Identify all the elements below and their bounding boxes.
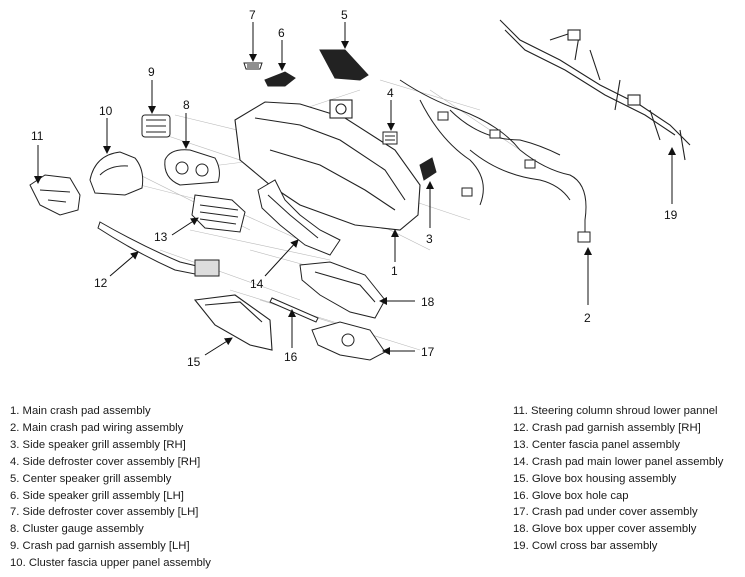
- part-19-cowl-cross-bar: [499, 19, 691, 161]
- legend-item-8: 8. Cluster gauge assembly: [10, 523, 144, 536]
- part-12-garnish-strip: [97, 221, 220, 277]
- part-17-under-cover: [311, 321, 386, 361]
- callout-14: 14: [250, 277, 264, 291]
- part-11-shroud-lower: [29, 174, 81, 216]
- legend-item-4: 4. Side defroster cover assembly [RH]: [10, 455, 201, 468]
- callout-7: 7: [249, 8, 256, 22]
- callout-13: 13: [154, 230, 168, 244]
- legend-item-9: 9. Crash pad garnish assembly [LH]: [10, 540, 190, 553]
- callout-8: 8: [183, 98, 190, 112]
- part-6-speaker-grill-lh: [264, 71, 296, 87]
- callout-17: 17: [421, 345, 435, 359]
- part-10-cluster-fascia: [89, 151, 144, 196]
- callout-12: 12: [94, 276, 108, 290]
- part-1-main-crash-pad: [234, 99, 421, 231]
- legend-item-18: 18. Glove box upper cover assembly: [513, 523, 697, 536]
- part-7-defroster-lh: [243, 62, 263, 70]
- legend-item-14: 14. Crash pad main lower panel assembly: [513, 455, 724, 468]
- part-16-glove-hole-cap: [269, 297, 319, 323]
- part-8-cluster-gauge: [164, 149, 220, 186]
- callout-labels: 1 2 3 4 5 6 7 8 9 10 11 12 13 14 15 16 1…: [31, 8, 678, 369]
- callout-9: 9: [148, 65, 155, 79]
- callout-15: 15: [187, 355, 201, 369]
- legend-item-7: 7. Side defroster cover assembly [LH]: [10, 506, 199, 519]
- legend-item-10: 10. Cluster fascia upper panel assembly: [10, 557, 211, 570]
- part-14-main-lower-panel: [257, 179, 341, 256]
- legend-item-2: 2. Main crash pad wiring assembly: [10, 421, 184, 434]
- part-9-garnish-lh: [141, 114, 171, 138]
- callout-16: 16: [284, 350, 298, 364]
- part-18-glove-upper-cover: [299, 261, 386, 319]
- legend-item-16: 16. Glove box hole cap: [513, 489, 629, 502]
- callout-2: 2: [584, 311, 591, 325]
- legend-item-11: 11. Steering column shroud lower pannel: [513, 405, 718, 417]
- legend-item-1: 1. Main crash pad assembly: [10, 405, 151, 417]
- legend-item-19: 19. Cowl cross bar assembly: [513, 540, 658, 553]
- callout-11: 11: [31, 129, 44, 143]
- legend-item-3: 3. Side speaker grill assembly [RH]: [10, 438, 186, 451]
- legend-item-13: 13. Center fascia panel assembly: [513, 438, 681, 451]
- part-13-center-fascia: [191, 194, 246, 233]
- exploded-diagram: 1 2 3 4 5 6 7 8 9 10 11 12 13 14 15 16 1…: [29, 8, 691, 369]
- legend-item-15: 15. Glove box housing assembly: [513, 472, 677, 485]
- callout-3: 3: [426, 232, 433, 246]
- part-2-wiring-harness: [399, 79, 591, 243]
- legend-left-column: 1. Main crash pad assembly 2. Main crash…: [10, 403, 211, 572]
- legend-item-17: 17. Crash pad under cover assembly: [513, 506, 698, 519]
- callout-5: 5: [341, 8, 348, 22]
- callout-1: 1: [391, 264, 398, 278]
- part-3-speaker-grill-rh: [419, 157, 437, 181]
- part-15-glove-box-housing: [193, 294, 273, 351]
- callout-leaders: [34, 22, 676, 356]
- callout-4: 4: [387, 86, 394, 100]
- legend-item-12: 12. Crash pad garnish assembly [RH]: [513, 421, 701, 434]
- legend-item-5: 5. Center speaker grill assembly: [10, 472, 172, 485]
- callout-19: 19: [664, 208, 678, 222]
- part-4-defroster-rh: [382, 131, 398, 145]
- callout-18: 18: [421, 295, 435, 309]
- legend-right-column: 11. Steering column shroud lower pannel …: [513, 403, 723, 555]
- part-5-center-speaker-grill: [319, 49, 369, 81]
- callout-6: 6: [278, 26, 285, 40]
- legend-item-6: 6. Side speaker grill assembly [LH]: [10, 489, 184, 502]
- callout-10: 10: [99, 104, 113, 118]
